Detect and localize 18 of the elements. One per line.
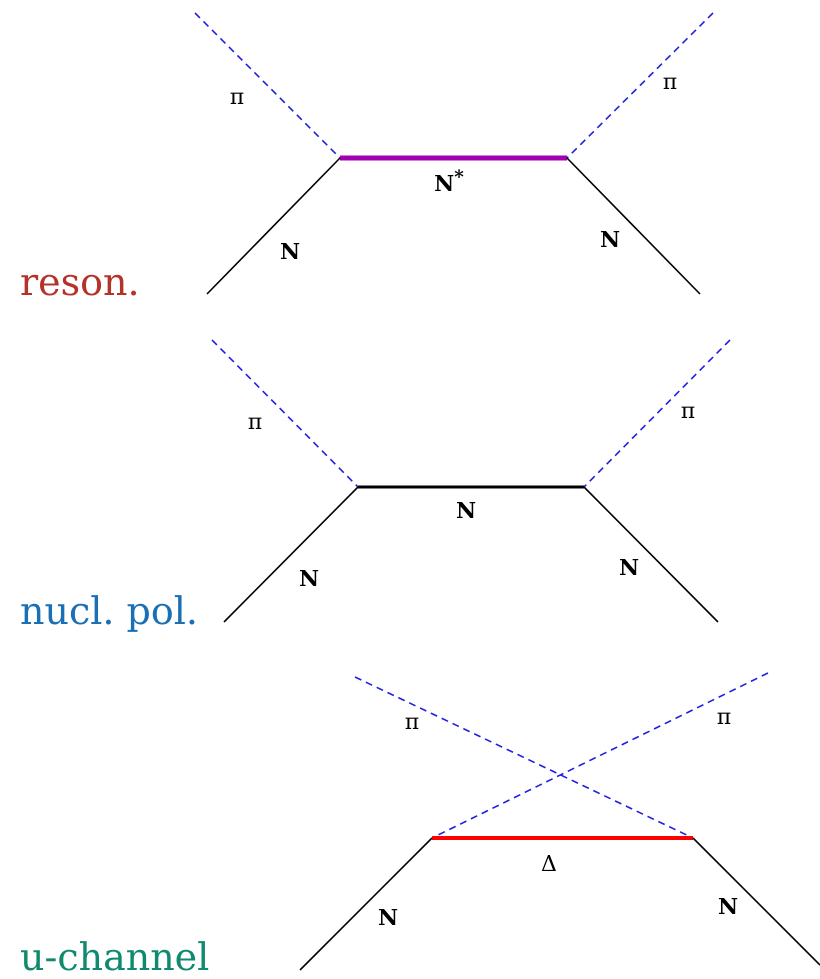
particle-label: π xyxy=(680,401,696,423)
particle-label: π xyxy=(404,712,420,734)
particle-label: Δ xyxy=(541,854,557,876)
particle-label: π xyxy=(662,72,678,94)
process-label: u-channel xyxy=(20,938,210,976)
process-label: reson. xyxy=(20,263,140,301)
process-label: nucl. pol. xyxy=(20,592,198,630)
particle-label: N xyxy=(718,896,738,918)
particle-label: N xyxy=(378,907,398,929)
particle-label: π xyxy=(230,87,244,109)
particle-label: N xyxy=(600,229,620,251)
particle-label: N xyxy=(280,241,300,263)
particle-label: N$^{*}$ xyxy=(434,168,464,196)
particle-label: π xyxy=(248,412,262,434)
particle-label: N xyxy=(618,557,640,579)
particle-label: π xyxy=(716,707,732,729)
particle-label: N xyxy=(456,500,476,522)
particle-label: N xyxy=(298,568,320,590)
